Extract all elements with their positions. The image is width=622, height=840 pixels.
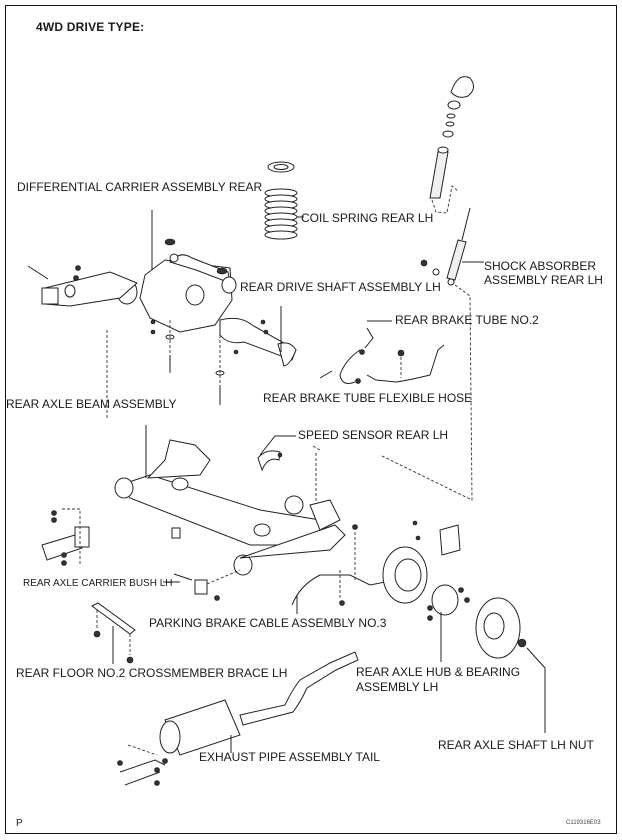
left-shaft-bolts [41,508,90,566]
label-coil-spring: COIL SPRING REAR LH [301,211,434,225]
rear-axle-hub [427,584,470,621]
coil-spring [264,161,298,240]
page-marker: P [16,818,23,829]
label-rear-floor-crossmember-brace: REAR FLOOR NO.2 CROSSMEMBER BRACE LH [16,666,288,680]
carrier-bush [173,569,241,601]
label-shock-absorber-line1: SHOCK ABSORBER [484,259,597,273]
label-rear-axle-hub-line1: REAR AXLE HUB & BEARING [356,665,521,679]
figure-code: C119316E03 [566,820,601,826]
disc-rotor [475,597,521,659]
label-exhaust-pipe-tail: EXHAUST PIPE ASSEMBLY TAIL [199,750,380,764]
shock-absorber-upper-body [429,146,449,199]
differential-bolts [150,319,225,405]
speed-sensor [257,450,283,472]
axle-shaft-nut [517,638,527,648]
label-rear-drive-shaft: REAR DRIVE SHAFT ASSEMBLY LH [240,280,441,294]
label-speed-sensor: SPEED SENSOR REAR LH [298,428,449,442]
brake-caliper [412,520,461,556]
diagram-frame [5,5,617,834]
crossmember-brace [91,602,136,664]
label-rear-axle-carrier-bush: REAR AXLE CARRIER BUSH LH [23,578,173,589]
label-rear-axle-beam: REAR AXLE BEAM ASSEMBLY [6,397,177,411]
brake-tubes [339,327,445,384]
label-shock-absorber-line2: ASSEMBLY REAR LH [484,273,603,287]
label-rear-brake-tube-no2: REAR BRAKE TUBE NO.2 [395,313,539,327]
label-rear-brake-tube-flexible-hose: REAR BRAKE TUBE FLEXIBLE HOSE [263,391,473,405]
exhaust-front-pipe [117,744,166,786]
rear-drive-shaft [219,317,297,367]
label-rear-axle-shaft-nut: REAR AXLE SHAFT LH NUT [438,738,594,752]
label-differential-carrier: DIFFERENTIAL CARRIER ASSEMBLY REAR [17,180,263,194]
exhaust-pipe-tail [154,651,359,773]
diagram-title: 4WD DRIVE TYPE: [36,20,145,34]
parking-brake-cable [291,570,396,606]
shock-upper-mount [442,76,474,138]
differential-support-member [27,265,138,307]
rear-axle-beam [114,439,346,576]
label-rear-axle-hub-line2: ASSEMBLY LH [356,680,439,694]
label-parking-brake-cable: PARKING BRAKE CABLE ASSEMBLY NO.3 [149,616,387,630]
backing-plate [352,524,428,604]
shock-absorber [420,207,471,286]
